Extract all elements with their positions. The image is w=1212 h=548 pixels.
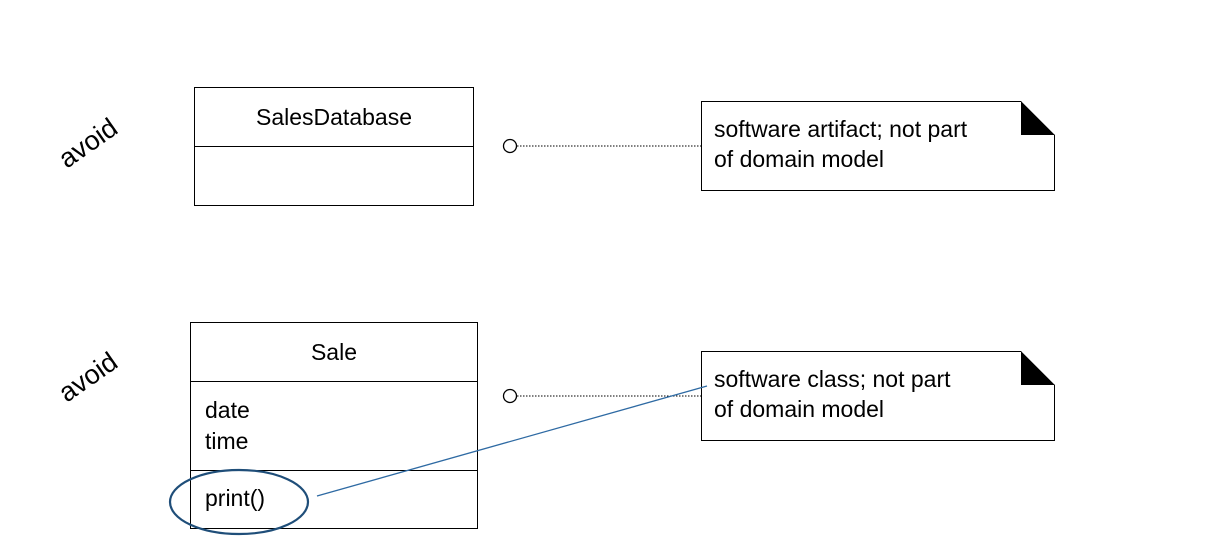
- class-sale[interactable]: Sale date time print(): [190, 322, 478, 529]
- class-name: Sale: [191, 323, 477, 382]
- attribute-time: time: [205, 428, 249, 454]
- note-line-2: of domain model: [714, 396, 885, 422]
- folded-corner-icon: [1021, 351, 1055, 385]
- attributes-compartment: [195, 147, 473, 205]
- class-name: SalesDatabase: [195, 88, 473, 147]
- folded-corner-icon: [1021, 101, 1055, 135]
- attribute-date: date: [205, 397, 250, 423]
- operation-print: print(): [205, 485, 266, 511]
- connector-anchor-2: [502, 388, 518, 404]
- attributes-compartment: date time: [191, 382, 477, 471]
- operations-compartment: print(): [191, 471, 477, 528]
- avoid-label-top: avoid: [52, 112, 124, 174]
- note-line-2: of domain model: [714, 146, 885, 172]
- note-line-1: software artifact; not part: [714, 116, 968, 142]
- note-line-1: software class; not part: [714, 366, 951, 392]
- note-software-class[interactable]: software class; not part of domain model: [701, 351, 1055, 441]
- connector-anchor-1: [502, 138, 518, 154]
- avoid-label-bottom: avoid: [52, 346, 124, 408]
- class-salesdatabase[interactable]: SalesDatabase: [194, 87, 474, 206]
- note-software-artifact[interactable]: software artifact; not part of domain mo…: [701, 101, 1055, 191]
